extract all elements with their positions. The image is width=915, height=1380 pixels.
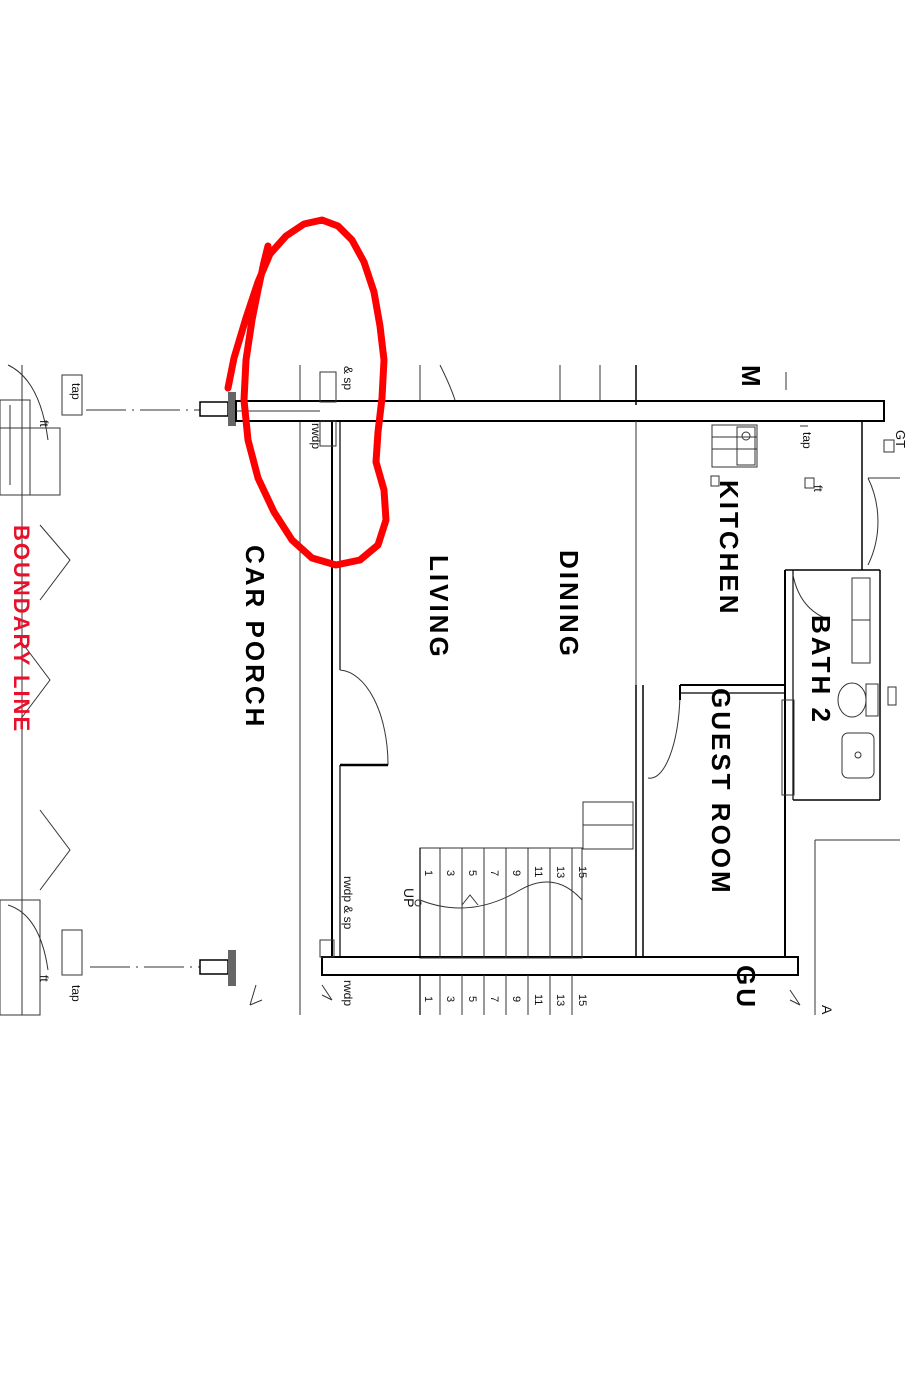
stair-lower-step-5: 5 [466,996,478,1002]
gate-hinge-bottom [228,950,236,986]
rwdp-label-top: rwdp [309,423,323,449]
bath-2-label: BATH 2 [806,615,836,725]
stair-upper-step-3: 3 [444,870,456,876]
cut-room-label-top: M [736,365,766,390]
car-porch-label: CAR PORCH [240,545,270,729]
washbasin-icon [841,732,875,779]
gate-post-bottom [199,959,229,975]
gt-label: GT [893,430,908,448]
stair-lower-step-11: 11 [532,994,544,1005]
rwdp-sp-label-mid: rwdp & sp [341,876,355,930]
kitchen-label: KITCHEN [714,480,744,617]
living-room-label: LIVING [424,555,454,660]
kitchen-fixtures: tap ft [419,364,825,492]
stair-up-label: UP [401,888,417,907]
toilet-icon [837,682,867,718]
sp-label-top: & sp [341,366,355,390]
stair-upper-step-11: 11 [532,866,544,877]
stair-upper-step-7: 7 [488,870,500,876]
rwdp-label-bottom: rwdp [341,980,355,1006]
stair-upper-step-9: 9 [510,870,522,876]
tap-label-kitchen: tap [800,432,814,449]
stair-lower-step-7: 7 [488,996,500,1002]
building-walls [235,365,900,1015]
stair-lower-step-3: 3 [444,996,456,1002]
gate-hinge-top [228,392,236,426]
stair-lower-step-13: 13 [554,994,566,1006]
dining-room-label: DINING [554,550,584,659]
stair-upper-step-15: 15 [576,866,588,878]
stair-upper-step-13: 13 [554,866,566,878]
bath2-fixtures [837,577,897,779]
boundary-line-label: BOUNDARY LINE [9,525,34,733]
cut-label-a: A [819,1005,835,1015]
stair-lower-step-15: 15 [576,994,588,1006]
ft-label-bottom: ft [37,975,51,982]
guest-room-label: GUEST ROOM [706,688,736,896]
ft-label-top: ft [37,420,51,427]
boundary-strip: tap ft BOUNDARY LINE tap ft [0,364,263,1016]
kitchen-sink [711,424,758,468]
gate-post-top [199,401,229,417]
red-annotation-circle [224,216,390,569]
staircase: 1 3 5 7 9 11 13 15 UP 1 3 5 7 9 11 13 15 [401,847,588,1015]
cut-room-label-bottom: GU [731,965,761,1010]
stair-upper-step-1: 1 [422,870,434,876]
ft-label-kitchen: ft [811,485,825,492]
stair-lower-step-1: 1 [422,996,434,1002]
stair-lower-step-9: 9 [510,996,522,1002]
tap-label-bottom: tap [69,985,83,1002]
tap-label-top: tap [69,383,83,400]
stair-upper-step-5: 5 [466,870,478,876]
